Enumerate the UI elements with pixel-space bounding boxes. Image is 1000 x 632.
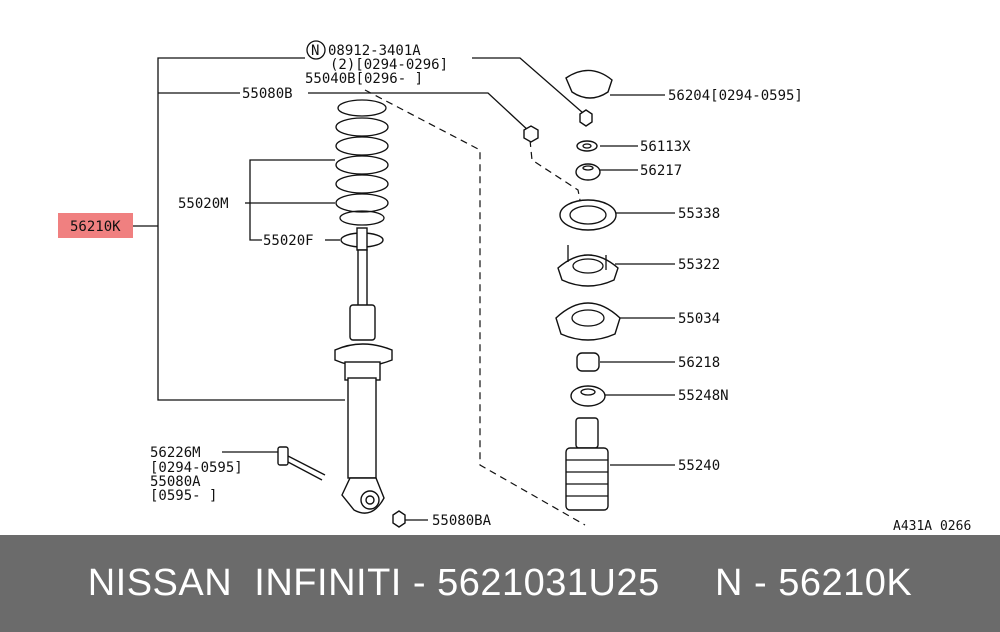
label-55322: 55322 (678, 257, 720, 273)
label-56218: 56218 (678, 355, 720, 371)
parts-diagram: N 08912-3401A (2)[0294-0296] 55040B[0296… (58, 40, 971, 534)
label-56210k: 56210K (70, 219, 121, 235)
dust-boot-55240 (565, 417, 609, 511)
spring-seat (340, 227, 384, 251)
assembly-dashed-lines (364, 89, 586, 526)
footer-bar: NISSAN INFINITI - 5621031U25 N - 56210K (0, 535, 1000, 632)
n-mark-circle (306, 40, 326, 60)
nut-08912 (579, 109, 593, 127)
n-mark: N (311, 43, 319, 59)
washer-56113x (576, 140, 598, 152)
label-56226m-range: [0294-0595] (150, 460, 243, 476)
nut-55080ba (392, 510, 406, 528)
leader-lines (133, 57, 675, 521)
label-08912-3401a: 08912-3401A (328, 43, 421, 59)
label-56226m: 56226M (150, 445, 201, 461)
seal-55338 (559, 199, 617, 231)
label-55240: 55240 (678, 458, 720, 474)
bolt-56226m (277, 446, 326, 481)
shock-absorber (334, 249, 393, 514)
label-55248n: 55248N (678, 388, 729, 404)
cap-56204 (565, 69, 613, 99)
part-number-highlight (58, 213, 133, 238)
bumper-55034 (555, 302, 621, 341)
label-55080a-range: [0595- ] (150, 488, 217, 504)
label-55080a: 55080A (150, 474, 201, 490)
bushing-56217 (575, 163, 601, 181)
nut-55080b (523, 125, 539, 143)
label-55338: 55338 (678, 206, 720, 222)
diagram-ref-code: A431A 0266 (893, 519, 971, 534)
label-55034: 55034 (678, 311, 720, 327)
label-56217: 56217 (640, 163, 682, 179)
mount-55322 (557, 245, 619, 287)
footer-part-title: NISSAN INFINITI - 5621031U25 N - 56210K (87, 562, 913, 604)
coil-spring (335, 99, 389, 226)
label-55020m: 55020M (178, 196, 229, 212)
label-55040b: 55040B[0296- ] (305, 71, 423, 87)
label-56204: 56204[0294-0595] (668, 88, 803, 104)
bushing-56218 (576, 352, 600, 372)
label-55020f: 55020F (263, 233, 314, 249)
label-55080ba: 55080BA (432, 513, 492, 529)
label-08912-qty: (2)[0294-0296] (330, 57, 448, 73)
washer-55248n (570, 385, 606, 407)
label-56113x: 56113X (640, 139, 691, 155)
label-55080b: 55080B (242, 86, 293, 102)
